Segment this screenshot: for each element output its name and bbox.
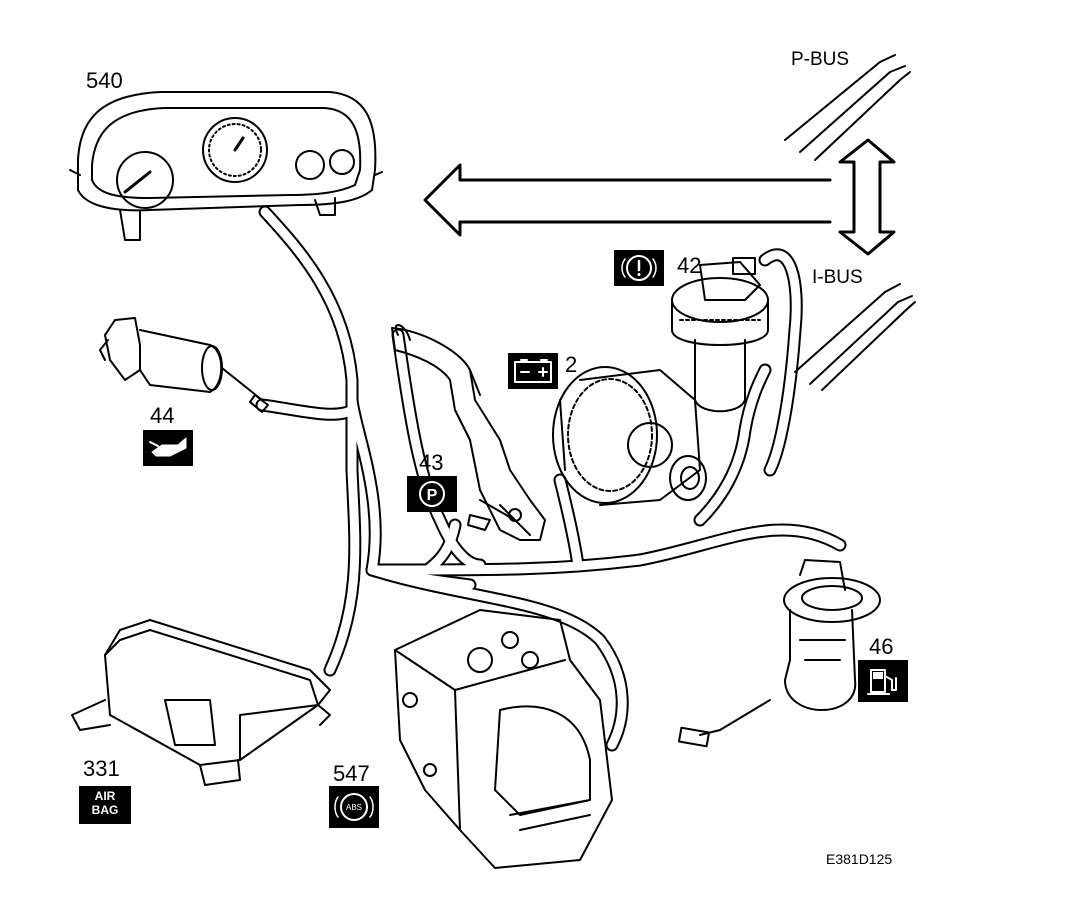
label-parking-brake-43: 43: [419, 450, 444, 475]
airbag-control-module: [71, 619, 331, 786]
left-arrow: [423, 163, 832, 237]
parking-brake-icon: P: [407, 476, 457, 512]
label-oil-sensor-44: 44: [150, 403, 175, 428]
svg-text:P: P: [427, 487, 438, 504]
abs-control-unit: [394, 609, 613, 869]
airbag-badge-line2: BAG: [91, 803, 119, 817]
abs-icon-text: ABS: [346, 803, 362, 812]
bus-cables: [784, 54, 916, 391]
fuel-pump-icon: [858, 660, 908, 702]
label-airbag-331: 331: [83, 756, 120, 781]
label-cluster-540: 540: [86, 68, 123, 93]
brake-warning-icon: [614, 250, 664, 286]
brake-fluid-reservoir: [671, 257, 769, 413]
oil-can-icon: [143, 430, 193, 466]
label-generator-2: 2: [565, 352, 578, 377]
generator: [552, 366, 707, 506]
vertical-double-arrow: [838, 138, 896, 256]
oil-pressure-sensor: [99, 317, 269, 413]
label-i-bus: I-BUS: [812, 267, 863, 288]
abs-icon: ABS: [329, 786, 379, 828]
label-brake-fluid-42: 42: [677, 253, 702, 278]
airbag-badge-line1: AIR: [94, 789, 116, 803]
label-abs-547: 547: [333, 761, 370, 786]
fuel-pump: [677, 559, 881, 748]
parking-brake-lever: [391, 327, 546, 541]
battery-icon: [508, 353, 558, 389]
airbag-badge: AIR BAG: [79, 786, 131, 824]
instrument-cluster: [69, 91, 383, 241]
label-p-bus: P-BUS: [791, 49, 850, 70]
label-fuel-pump-46: 46: [869, 634, 894, 659]
figure-code: E381D125: [826, 851, 893, 867]
bus-data-arrows: [423, 138, 896, 256]
